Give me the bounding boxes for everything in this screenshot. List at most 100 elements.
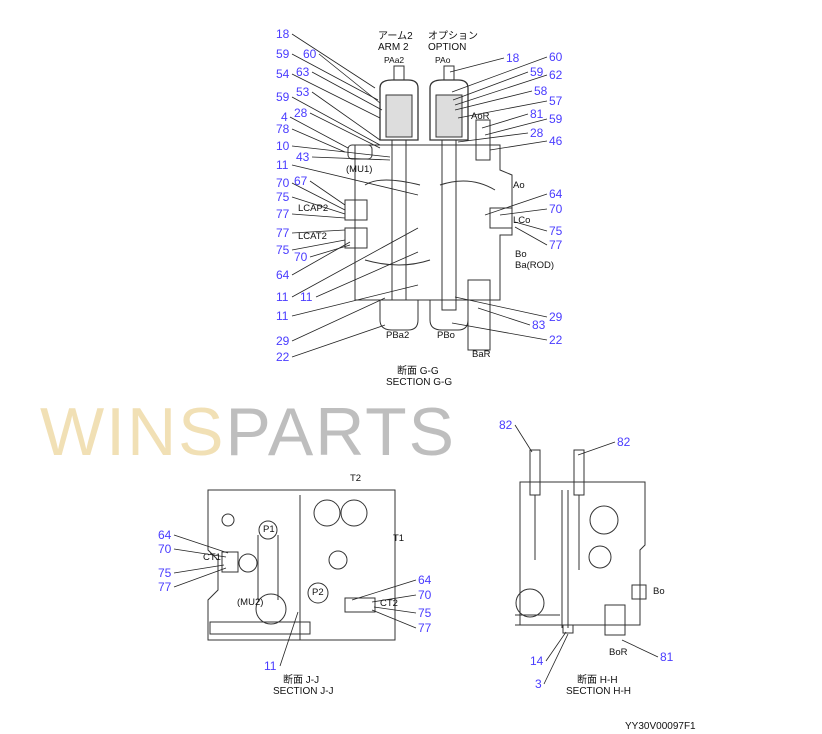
leader-line-3 bbox=[543, 633, 569, 685]
leader-line-11 bbox=[315, 251, 419, 298]
port-bo: Bo bbox=[515, 249, 527, 260]
callout-82: 82 bbox=[499, 418, 513, 432]
label-arm2-jp: アーム2 bbox=[378, 31, 413, 42]
callout-81: 81 bbox=[660, 650, 674, 664]
label-mu1: (MU1) bbox=[346, 164, 373, 175]
port-aor: AoR bbox=[471, 111, 490, 122]
caption-jj-jp: 断面 J-J bbox=[283, 675, 320, 686]
leader-line-70 bbox=[371, 594, 417, 603]
callout-60: 60 bbox=[549, 50, 563, 64]
callout-22: 22 bbox=[549, 333, 563, 347]
leader-line-64 bbox=[291, 241, 351, 276]
callout-58: 58 bbox=[534, 84, 548, 98]
callout-57: 57 bbox=[549, 94, 563, 108]
leader-line-22 bbox=[451, 322, 548, 341]
leader-line-53 bbox=[311, 91, 381, 141]
leader-line-59 bbox=[484, 118, 548, 136]
callout-77: 77 bbox=[276, 207, 290, 221]
leader-line-11 bbox=[279, 611, 299, 667]
callout-83: 83 bbox=[532, 318, 546, 332]
callout-11: 11 bbox=[276, 309, 289, 323]
leader-line-57 bbox=[457, 100, 548, 119]
figure-id: YY30V00097F1 bbox=[625, 721, 696, 732]
callout-63: 63 bbox=[296, 65, 310, 79]
leader-line-59 bbox=[452, 71, 529, 101]
leader-line-10 bbox=[291, 145, 391, 158]
callout-11: 11 bbox=[276, 158, 289, 172]
callout-46: 46 bbox=[549, 134, 563, 148]
callout-4: 4 bbox=[281, 110, 288, 124]
callout-3: 3 bbox=[535, 677, 542, 691]
section-jj-body bbox=[207, 489, 396, 641]
port-bo-hh: Bo bbox=[653, 586, 665, 597]
leader-line-70 bbox=[173, 548, 227, 558]
label-lcap2: LCAP2 bbox=[298, 203, 329, 214]
callout-77: 77 bbox=[549, 238, 563, 252]
leader-line-75 bbox=[291, 239, 346, 251]
leader-line-67 bbox=[309, 180, 346, 206]
leader-line-4 bbox=[289, 116, 349, 149]
label-lcat2: LCAT2 bbox=[298, 231, 327, 242]
leader-line-64 bbox=[484, 193, 548, 216]
callout-18: 18 bbox=[506, 51, 520, 65]
callout-64: 64 bbox=[418, 573, 432, 587]
callout-70: 70 bbox=[158, 542, 172, 556]
leader-line-75 bbox=[291, 196, 346, 215]
leader-line-70 bbox=[291, 182, 346, 211]
callout-59: 59 bbox=[276, 47, 290, 61]
leader-line-43 bbox=[311, 156, 391, 161]
leader-line-29 bbox=[291, 297, 386, 342]
callout-54: 54 bbox=[276, 67, 290, 81]
callout-59: 59 bbox=[276, 90, 290, 104]
callout-11: 11 bbox=[300, 290, 313, 304]
callout-59: 59 bbox=[549, 112, 563, 126]
callout-18: 18 bbox=[276, 27, 290, 41]
callout-67: 67 bbox=[294, 174, 308, 188]
leader-line-28 bbox=[309, 112, 381, 149]
callout-11: 11 bbox=[264, 659, 277, 673]
callout-60: 60 bbox=[303, 47, 317, 61]
callout-10: 10 bbox=[276, 139, 290, 153]
callout-75: 75 bbox=[418, 606, 432, 620]
caption-gg-jp: 断面 G-G bbox=[397, 366, 439, 377]
callout-77: 77 bbox=[418, 621, 432, 635]
port-t2: T2 bbox=[350, 473, 362, 484]
leader-line-59 bbox=[291, 96, 381, 146]
label-option-jp: オプション bbox=[428, 31, 478, 42]
leader-line-83 bbox=[477, 307, 531, 326]
port-pao: PAo bbox=[435, 55, 451, 65]
callout-82: 82 bbox=[617, 435, 631, 449]
leader-line-11 bbox=[291, 164, 419, 196]
port-ao: Ao bbox=[513, 180, 525, 191]
leader-line-64 bbox=[173, 534, 229, 554]
leader-line-59 bbox=[291, 53, 379, 101]
leader-line-22 bbox=[291, 324, 386, 358]
callout-43: 43 bbox=[296, 150, 310, 164]
port-bar: BaR bbox=[472, 349, 491, 360]
leader-line-81 bbox=[621, 639, 659, 658]
callout-59: 59 bbox=[530, 65, 544, 79]
leader-line-60 bbox=[451, 56, 548, 93]
leader-line-18 bbox=[449, 57, 505, 73]
port-ba-rod: Ba(ROD) bbox=[515, 260, 555, 271]
port-p1: P1 bbox=[263, 524, 275, 535]
leader-line-64 bbox=[351, 579, 417, 601]
leader-line-78 bbox=[291, 128, 346, 153]
callout-75: 75 bbox=[276, 190, 290, 204]
callout-77: 77 bbox=[158, 580, 172, 594]
label-mu2: (MU2) bbox=[237, 597, 264, 608]
leader-line-54 bbox=[291, 73, 381, 119]
port-pba2: PBa2 bbox=[386, 330, 410, 341]
leader-line-28 bbox=[457, 132, 529, 143]
port-bor: BoR bbox=[609, 647, 628, 658]
leader-line-77 bbox=[291, 229, 346, 234]
leader-line-75 bbox=[173, 564, 225, 574]
leader-line-18 bbox=[291, 33, 376, 89]
leader-line-14 bbox=[545, 631, 567, 662]
leader-line-11 bbox=[291, 284, 419, 317]
label-arm2-en: ARM 2 bbox=[378, 42, 409, 53]
callout-53: 53 bbox=[296, 85, 310, 99]
leader-line-77 bbox=[514, 226, 548, 246]
label-ct2: CT2 bbox=[380, 598, 398, 609]
